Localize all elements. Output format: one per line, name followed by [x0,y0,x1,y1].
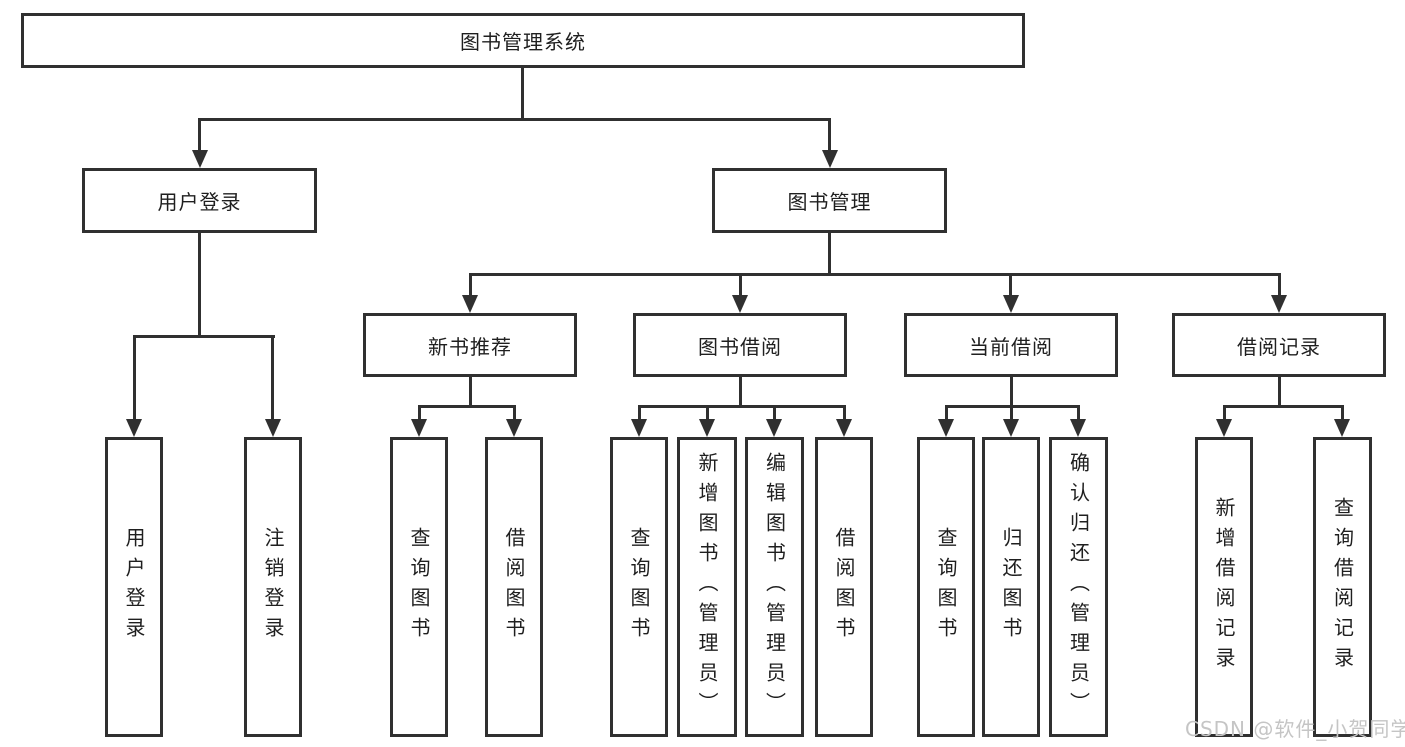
leaf-logout: 注销登录 [244,437,302,737]
connector-line [773,405,776,421]
connector-line [1278,273,1281,297]
connector-line [513,405,516,421]
leaf-query-books-recommend: 查询图书 [390,437,448,737]
connector-line [198,118,831,121]
leaf-add-books-admin: 新增图书（管理员） [677,437,737,737]
connector-line [418,405,516,408]
leaf-label: 归还图书 [999,527,1023,647]
leaf-label: 新增借阅记录 [1212,497,1236,677]
leaf-query-books-current: 查询图书 [917,437,975,737]
node-user-login: 用户登录 [82,168,317,233]
connector-line [945,405,948,421]
watermark: CSDN @软件_小贺同学 [1185,717,1405,741]
leaf-label: 编辑图书（管理员） [762,452,787,722]
leaf-borrow-books-recommend: 借阅图书 [485,437,543,737]
arrow-down-icon [1003,419,1019,437]
connector-line [469,273,472,297]
node-book-borrow: 图书借阅 [633,313,847,377]
arrow-down-icon [126,419,142,437]
connector-line [1278,377,1281,408]
connector-line [133,335,275,338]
leaf-label: 用户登录 [122,527,146,647]
arrow-down-icon [938,419,954,437]
leaf-label: 查询借阅记录 [1330,497,1355,677]
node-book-management: 图书管理 [712,168,947,233]
node-root-system: 图书管理系统 [21,13,1025,68]
leaf-user-login: 用户登录 [105,437,163,737]
arrow-down-icon [1003,295,1019,313]
arrow-down-icon [192,150,208,168]
arrow-down-icon [411,419,427,437]
node-borrow-records: 借阅记录 [1172,313,1386,377]
arrow-down-icon [631,419,647,437]
connector-line [828,118,831,152]
connector-line [1341,405,1344,421]
leaf-borrow-books: 借阅图书 [815,437,873,737]
connector-line [1010,377,1013,408]
connector-line [638,405,641,421]
leaf-edit-books-admin: 编辑图书（管理员） [745,437,804,737]
connector-line [198,233,201,338]
leaf-query-borrow-record: 查询借阅记录 [1313,437,1372,737]
arrow-down-icon [506,419,522,437]
connector-line [469,377,472,408]
arrow-down-icon [462,295,478,313]
leaf-label: 查询图书 [627,527,651,647]
connector-line [1223,405,1226,421]
connector-line [828,233,831,275]
leaf-label: 查询图书 [934,527,958,647]
arrow-down-icon [265,419,281,437]
leaf-label: 确认归还（管理员） [1066,452,1091,722]
leaf-label: 注销登录 [261,527,285,647]
leaf-label: 新增图书（管理员） [695,452,719,722]
arrow-down-icon [1216,419,1232,437]
arrow-down-icon [766,419,782,437]
leaf-query-books-borrow: 查询图书 [610,437,668,737]
connector-line [521,67,524,121]
arrow-down-icon [836,419,852,437]
leaf-add-borrow-record: 新增借阅记录 [1195,437,1253,737]
connector-line [1009,273,1012,297]
leaf-return-books: 归还图书 [982,437,1040,737]
connector-line [638,405,846,408]
connector-line [418,405,421,421]
node-current-borrow: 当前借阅 [904,313,1118,377]
arrow-down-icon [1271,295,1287,313]
leaf-label: 借阅图书 [502,527,526,647]
connector-line [198,118,201,152]
node-new-book-recommend: 新书推荐 [363,313,577,377]
leaf-label: 借阅图书 [832,527,856,647]
connector-line [469,273,1281,276]
connector-line [1223,405,1344,408]
arrow-down-icon [732,295,748,313]
connector-line [1077,405,1080,421]
connector-line [843,405,846,421]
arrow-down-icon [699,419,715,437]
connector-line [706,405,709,421]
connector-line [271,335,274,421]
leaf-label: 查询图书 [407,527,431,647]
arrow-down-icon [822,150,838,168]
connector-line [133,335,136,421]
connector-line [739,377,742,408]
arrow-down-icon [1070,419,1086,437]
connector-line [739,273,742,297]
leaf-confirm-return-admin: 确认归还（管理员） [1049,437,1108,737]
arrow-down-icon [1334,419,1350,437]
connector-line [1010,405,1013,421]
